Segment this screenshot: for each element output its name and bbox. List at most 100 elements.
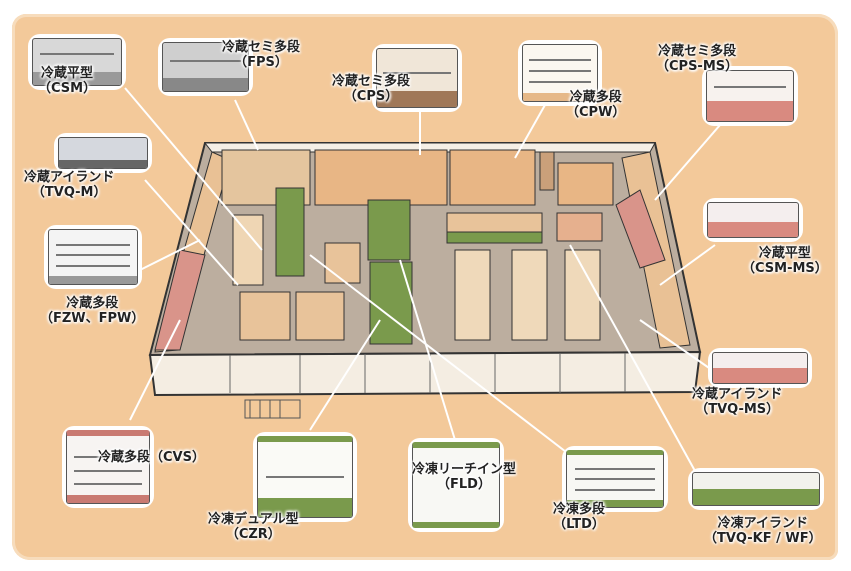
- case-body: [257, 436, 353, 518]
- label-cps-ms: 冷蔵セミ多段（CPS-MS）: [656, 44, 738, 74]
- floor-case-2: [295, 291, 345, 341]
- right-pink-case: [615, 189, 666, 269]
- label-model: （FZW、FPW）: [40, 311, 145, 326]
- label-model: （CSM-MS）: [742, 261, 828, 276]
- label-cvs: 冷蔵多段（CVS）: [98, 450, 205, 465]
- case-shelf: [56, 254, 130, 257]
- label-name: 冷蔵アイランド: [24, 170, 115, 185]
- case-body: [692, 472, 820, 506]
- label-model: （LTD）: [553, 517, 605, 532]
- back-case-right: [557, 162, 614, 206]
- thumb-cpw: [518, 40, 602, 106]
- case-body: [706, 70, 794, 122]
- green-freezer-1: [275, 187, 305, 277]
- case-shelf: [56, 243, 130, 246]
- case-base: [59, 159, 147, 168]
- label-name: 冷凍デュアル型: [208, 512, 299, 527]
- thumb-tvq-ms: [708, 348, 812, 388]
- label-name: 冷凍リーチイン型: [412, 462, 517, 477]
- case-base: [713, 368, 807, 383]
- case-body: [32, 38, 122, 86]
- thumb-fzw-fpw: [44, 225, 142, 289]
- case-base: [707, 101, 793, 121]
- thumb-csm-ms: [703, 198, 803, 242]
- label-czr: 冷凍デュアル型（CZR）: [208, 512, 299, 542]
- thumb-czr: [253, 432, 357, 522]
- case-base: [33, 72, 121, 85]
- case-body: [66, 430, 150, 504]
- left-pink-case: [154, 249, 206, 351]
- label-model: （FPS）: [234, 55, 288, 70]
- case-shelf: [383, 72, 451, 75]
- case-body: [48, 229, 138, 285]
- label-name: 冷蔵多段: [569, 90, 622, 105]
- reach-in-1: [454, 249, 491, 341]
- label-cpw: 冷蔵多段（CPW）: [566, 90, 625, 120]
- label-tvq-m: 冷蔵アイランド（TVQ-M）: [24, 170, 114, 200]
- thumb-cvs: [62, 426, 154, 508]
- label-name: 冷蔵セミ多段: [658, 44, 737, 59]
- case-shelf: [73, 482, 143, 485]
- case-shelf: [574, 488, 656, 491]
- label-name: 冷凍多段: [553, 502, 606, 517]
- label-model: （TVQ-MS）: [695, 402, 780, 417]
- label-name: 冷蔵平型: [758, 246, 811, 261]
- label-name: 冷蔵セミ多段: [332, 74, 411, 89]
- label-model: （CZR）: [225, 527, 281, 542]
- case-base: [258, 498, 352, 517]
- reach-in-3: [564, 249, 601, 341]
- case-shelf: [574, 468, 656, 470]
- thumb-tvq-m: [54, 133, 152, 173]
- label-model: （CPS-MS）: [656, 59, 739, 74]
- case-body: [522, 44, 598, 102]
- floor-case-1: [239, 291, 291, 341]
- case-base: [693, 489, 819, 505]
- label-name: 冷凍アイランド: [717, 516, 808, 531]
- label-ltd: 冷凍多段（LTD）: [553, 502, 605, 532]
- label-model: （CPS）: [343, 89, 399, 104]
- label-fld: 冷凍リーチイン型（FLD）: [412, 462, 516, 492]
- label-name: 冷蔵セミ多段: [222, 40, 301, 55]
- reach-in-2: [511, 249, 548, 341]
- case-shelf: [73, 469, 143, 472]
- green-freezer-2: [367, 199, 411, 261]
- case-base: [377, 90, 457, 107]
- case-body: [412, 442, 500, 528]
- case-shelf: [528, 70, 592, 73]
- label-model: （FLD）: [437, 477, 491, 492]
- case-base: [163, 77, 248, 91]
- label-model: （CPW）: [566, 105, 626, 120]
- case-shelf: [56, 265, 130, 268]
- green-freezer-3: [369, 261, 413, 345]
- cps-back-case: [314, 149, 448, 206]
- case-shelf: [73, 456, 143, 459]
- island-gondola-1: [232, 214, 264, 286]
- thumb-ltd: [562, 446, 668, 512]
- case-shelf: [574, 478, 656, 481]
- case-base: [49, 275, 137, 284]
- label-model: （TVQ-M）: [31, 185, 107, 200]
- label-cps: 冷蔵セミ多段（CPS）: [332, 74, 410, 104]
- case-base: [708, 221, 798, 237]
- case-base: [567, 499, 663, 507]
- case-body: [566, 450, 664, 508]
- case-body: [58, 137, 148, 169]
- small-case: [324, 242, 361, 284]
- label-csm-ms: 冷蔵平型（CSM-MS）: [742, 246, 828, 276]
- cpw-back-case: [449, 149, 536, 206]
- label-name: 冷蔵平型: [41, 66, 94, 81]
- label-name: 冷蔵多段（CVS）: [98, 450, 205, 465]
- thumb-csm: [28, 34, 126, 90]
- label-name: 冷蔵多段: [66, 296, 119, 311]
- label-csm: 冷蔵平型（CSM）: [38, 66, 96, 96]
- thumb-fps: [158, 38, 253, 96]
- case-body: [707, 202, 799, 238]
- label-model: （TVQ-KF / WF）: [704, 531, 822, 546]
- leader-lines: [124, 87, 721, 481]
- green-island-base: [446, 231, 543, 244]
- case-body: [162, 42, 249, 92]
- shopping-carts-icon: [244, 399, 301, 419]
- case-shelf: [169, 59, 242, 62]
- store-front: [148, 350, 702, 397]
- case-body: [712, 352, 808, 384]
